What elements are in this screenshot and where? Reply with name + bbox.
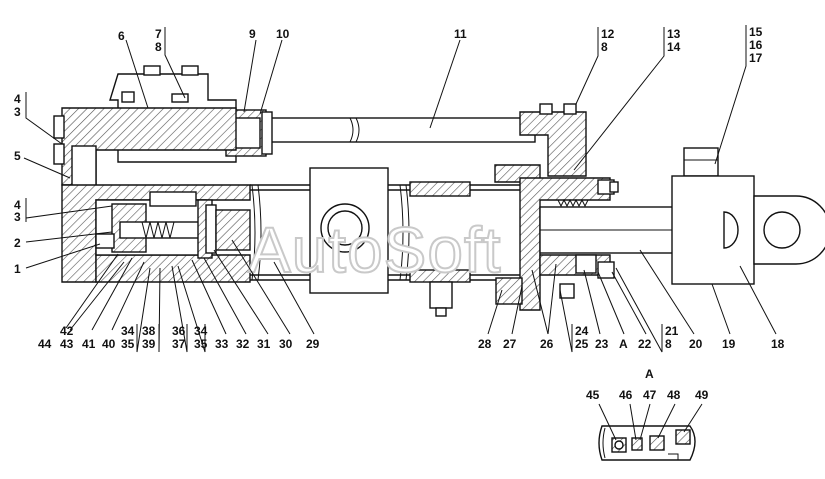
center-port <box>309 167 453 317</box>
label-3-upper: 3 <box>14 105 21 119</box>
label-48: 48 <box>667 388 681 402</box>
label-17: 17 <box>749 51 763 65</box>
label-41: 41 <box>82 337 96 351</box>
label-8-upper-right: 8 <box>601 40 608 54</box>
label-28: 28 <box>478 337 492 351</box>
label-43: 43 <box>60 337 74 351</box>
label-35-b: 35 <box>194 337 208 351</box>
label-46: 46 <box>619 388 633 402</box>
label-49: 49 <box>695 388 709 402</box>
label-34-a: 34 <box>121 324 135 338</box>
label-1: 1 <box>14 262 21 276</box>
right-head <box>494 103 619 311</box>
label-40: 40 <box>102 337 116 351</box>
label-20: 20 <box>689 337 703 351</box>
label-29: 29 <box>306 337 320 351</box>
label-31: 31 <box>257 337 271 351</box>
label-16: 16 <box>749 38 763 52</box>
label-A-main: A <box>619 337 628 351</box>
label-2: 2 <box>14 236 21 250</box>
label-24: 24 <box>575 324 589 338</box>
rod-end-eye <box>671 147 825 285</box>
label-10: 10 <box>276 27 290 41</box>
label-25: 25 <box>575 337 589 351</box>
label-27: 27 <box>503 337 517 351</box>
label-34-b: 34 <box>194 324 208 338</box>
left-head <box>53 107 251 283</box>
label-35-a: 35 <box>121 337 135 351</box>
label-45: 45 <box>586 388 600 402</box>
label-42: 42 <box>60 324 74 338</box>
label-A-detail: A <box>645 367 654 381</box>
label-22: 22 <box>638 337 652 351</box>
label-11: 11 <box>454 27 467 41</box>
label-5: 5 <box>14 149 21 163</box>
label-8-lower-right: 8 <box>665 337 672 351</box>
label-47: 47 <box>643 388 657 402</box>
label-30: 30 <box>279 337 293 351</box>
pipe <box>264 117 536 143</box>
label-37: 37 <box>172 337 186 351</box>
label-dividers <box>25 25 747 352</box>
label-36: 36 <box>172 324 186 338</box>
label-44: 44 <box>38 337 52 351</box>
detail-a-inset <box>598 425 696 461</box>
label-15: 15 <box>749 25 763 39</box>
label-18: 18 <box>771 337 785 351</box>
label-13: 13 <box>667 27 681 41</box>
label-14: 14 <box>667 40 681 54</box>
part-labels: 6 7 8 9 10 11 12 8 13 14 15 16 17 4 3 5 … <box>14 25 785 402</box>
label-12: 12 <box>601 27 615 41</box>
label-21: 21 <box>665 324 679 338</box>
label-9: 9 <box>249 27 256 41</box>
label-23: 23 <box>595 337 609 351</box>
label-39: 39 <box>142 337 156 351</box>
label-26: 26 <box>540 337 554 351</box>
label-8: 8 <box>155 40 162 54</box>
label-3-lower: 3 <box>14 210 21 224</box>
label-38: 38 <box>142 324 156 338</box>
label-4-lower: 4 <box>14 198 21 212</box>
label-6: 6 <box>118 29 125 43</box>
label-7: 7 <box>155 27 162 41</box>
watermark: AutoSoft <box>248 214 502 286</box>
label-33: 33 <box>215 337 229 351</box>
label-32: 32 <box>236 337 250 351</box>
label-19: 19 <box>722 337 736 351</box>
label-4-upper: 4 <box>14 92 21 106</box>
